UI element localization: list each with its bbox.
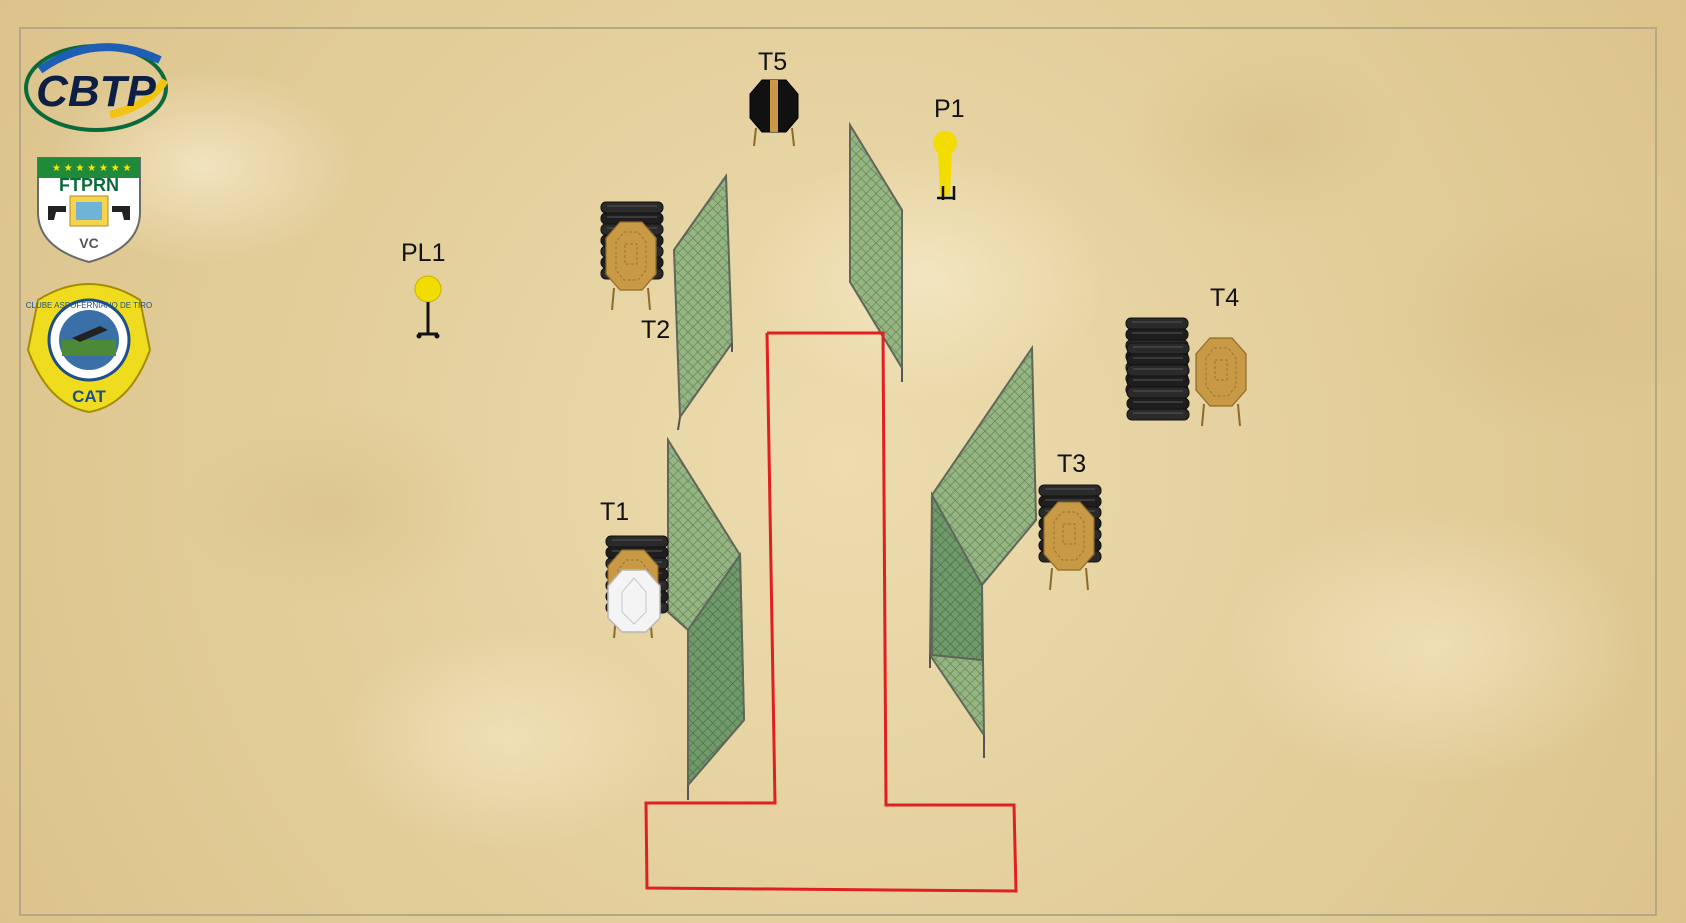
label-p1: P1: [934, 95, 965, 123]
cat-logo-ring-text: CLUBE ASPOFERNIANO DE TIRO: [26, 301, 153, 310]
wall-p1: [850, 125, 902, 382]
cbtp-logo: CBTP: [26, 46, 166, 130]
ftprn-logo-text: FTPRN: [59, 175, 119, 195]
popper-p1: [933, 131, 957, 200]
label-t5: T5: [758, 48, 787, 76]
wall-t3: [930, 348, 1036, 758]
cat-logo: CLUBE ASPOFERNIANO DE TIRO CAT: [26, 284, 153, 412]
label-pl1: PL1: [401, 239, 445, 267]
target-t3: [1039, 485, 1101, 590]
ftprn-monogram: VC: [79, 235, 98, 251]
wall-t1: [668, 440, 744, 800]
label-t2: T2: [641, 316, 670, 344]
target-t5: [750, 80, 798, 146]
label-t3: T3: [1057, 450, 1086, 478]
ftprn-logo: ★ ★ ★ ★ ★ ★ ★ FTPRN VC: [38, 158, 140, 262]
label-t1: T1: [600, 498, 629, 526]
target-t2: [601, 202, 663, 310]
svg-text:★ ★ ★ ★ ★ ★ ★: ★ ★ ★ ★ ★ ★ ★: [52, 163, 131, 174]
cat-logo-text: CAT: [72, 387, 106, 406]
label-t4: T4: [1210, 284, 1239, 312]
target-t4: [1126, 318, 1246, 426]
no-shoot-target: [608, 570, 660, 632]
target-t1: [606, 536, 668, 638]
plate-pl1: [415, 276, 441, 339]
wall-t2: [674, 176, 732, 430]
cbtp-logo-text: CBTP: [36, 67, 156, 116]
